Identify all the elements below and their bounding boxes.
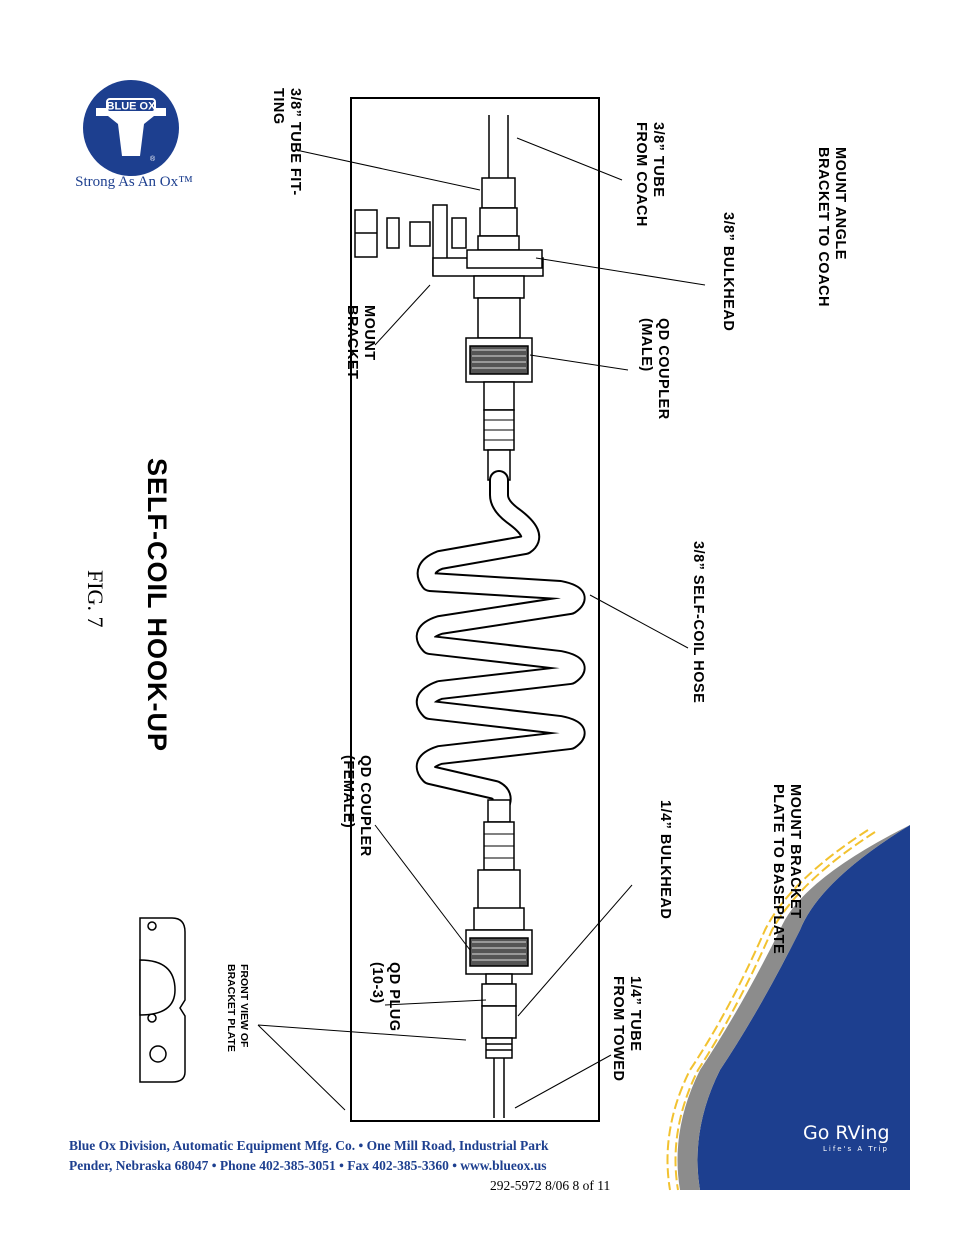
blue-ox-logo: BLUE OX ®: [83, 80, 179, 176]
label-tube-fitting: 3/8” TUBE FIT- TING: [270, 88, 303, 196]
bulkhead-14: [481, 1005, 517, 1059]
qd-coupler-male: [465, 337, 533, 481]
tube-from-coach: [488, 115, 509, 180]
tube-fitting: [477, 177, 520, 251]
brand-tagline: Strong As An Ox™: [75, 174, 193, 190]
label-bulkhead-38: 3/8” BULKHEAD: [720, 212, 736, 332]
leader-lines: [257, 137, 706, 1111]
diagram-frame: [350, 97, 600, 1122]
label-qd-coupler-female: QD COUPLER (FEMALE): [340, 755, 373, 857]
svg-text:®: ®: [150, 155, 156, 163]
footer-address-line: Blue Ox Division, Automatic Equipment Mf…: [69, 1138, 549, 1153]
label-mount-bracket: MOUNT BRACKET: [344, 305, 377, 380]
label-bulkhead-14: 1/4” BULKHEAD: [657, 800, 673, 920]
figure-number: FIG. 7: [83, 570, 108, 628]
label-mount-angle-bracket: MOUNT ANGLE BRACKET TO COACH: [815, 147, 848, 307]
qd-plug: [481, 973, 517, 1007]
label-tube-from-towed: 1/4” TUBE FROM TOWED: [610, 976, 643, 1082]
go-rving-road: [666, 825, 910, 1191]
logo-wordmark: BLUE OX: [107, 101, 157, 113]
bulkhead-38: [466, 249, 543, 339]
footer-contact-line: Pender, Nebraska 68047 • Phone 402-385-3…: [69, 1158, 547, 1173]
label-tube-from-coach: 3/8” TUBE FROM COACH: [633, 122, 666, 227]
bracket-plate-front-view: [139, 917, 186, 1083]
qd-coupler-female: [465, 799, 533, 975]
label-qd-coupler-male: QD COUPLER (MALE): [638, 318, 671, 420]
label-mount-bracket-plate: MOUNT BRACKET PLATE TO BASEPLATE: [770, 784, 803, 955]
label-front-view-bracket-plate: FRONT VIEW OF BRACKET PLATE: [225, 964, 250, 1052]
self-coil-hose-inner: [417, 472, 584, 813]
tube-from-towed: [493, 1058, 505, 1118]
figure-title: SELF-COIL HOOK-UP: [142, 458, 172, 753]
label-qd-plug: QD PLUG (10-3): [369, 962, 402, 1032]
label-self-coil-hose: 3/8” SELF-COIL HOSE: [690, 541, 706, 704]
go-rving-tagline: Life's A Trip: [823, 1145, 889, 1153]
document-number: 292-5972 8/06 8 of 11: [490, 1178, 611, 1193]
go-rving-logo: Go RVing: [803, 1122, 890, 1144]
